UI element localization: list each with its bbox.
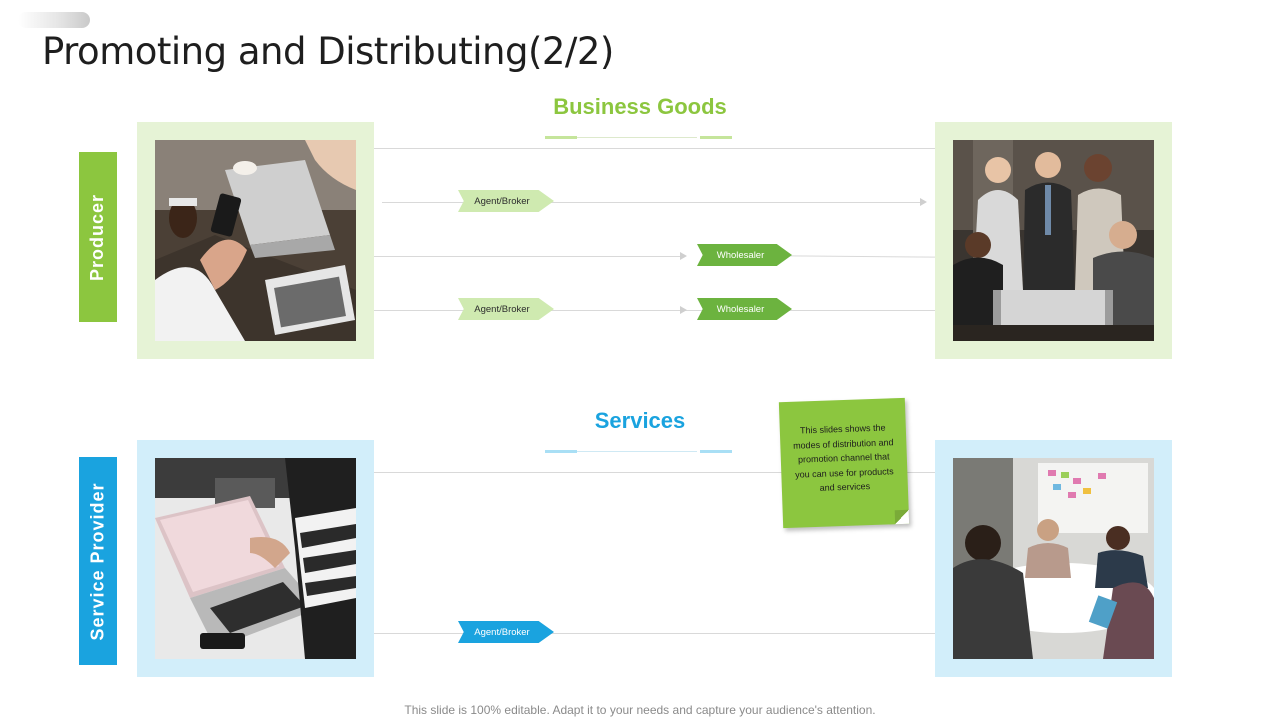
wholesaler-label: Wholesaler (716, 303, 765, 315)
services-direct-line (374, 472, 935, 473)
wholesaler-channel-line (374, 256, 684, 257)
service-provider-label-text: Service Provider (87, 481, 108, 641)
business-customer-photo (953, 140, 1154, 341)
arrowhead-icon (680, 252, 687, 260)
heading-underline (577, 451, 697, 452)
agent-broker-chevron: Agent/Broker (458, 298, 554, 320)
agent-wholesaler-channel-line (374, 310, 935, 311)
producer-photo (155, 140, 356, 341)
producer-label-text: Producer (87, 193, 108, 281)
wholesaler-chevron: Wholesaler (697, 244, 792, 266)
heading-underline (700, 450, 732, 453)
agent-channel-line (382, 202, 922, 203)
service-provider-photo-frame (137, 440, 374, 677)
service-provider-label: Service Provider (79, 457, 117, 665)
services-heading: Services (594, 408, 686, 433)
service-customer-photo (953, 458, 1154, 659)
wholesaler-channel-line (789, 255, 936, 258)
agent-broker-chevron: Agent/Broker (458, 190, 554, 212)
heading-underline (700, 136, 732, 139)
agent-broker-chevron: Agent/Broker (458, 621, 554, 643)
business-goods-heading: Business Goods (553, 94, 727, 119)
sticky-note: This slides shows the modes of distribut… (778, 397, 910, 529)
agent-broker-label: Agent/Broker (474, 626, 530, 638)
business-customer-photo-frame (935, 122, 1172, 359)
note-fold (894, 509, 910, 525)
arrowhead-icon (920, 198, 927, 206)
heading-underline (545, 136, 577, 139)
service-provider-photo (155, 458, 356, 659)
services-agent-line (374, 633, 935, 634)
decorative-pill (18, 12, 90, 28)
sticky-note-text: This slides shows the modes of distribut… (792, 422, 894, 493)
producer-label: Producer (79, 152, 117, 322)
heading-underline (545, 450, 577, 453)
page-title: Promoting and Distributing(2/2) (42, 30, 614, 73)
arrowhead-icon (680, 306, 687, 314)
direct-channel-line (374, 148, 935, 149)
producer-photo-frame (137, 122, 374, 359)
service-customer-photo-frame (935, 440, 1172, 677)
agent-broker-label: Agent/Broker (474, 303, 530, 315)
wholesaler-chevron: Wholesaler (697, 298, 792, 320)
wholesaler-label: Wholesaler (716, 249, 765, 261)
heading-underline (577, 137, 697, 138)
footer-text: This slide is 100% editable. Adapt it to… (404, 703, 876, 717)
agent-broker-label: Agent/Broker (474, 195, 530, 207)
